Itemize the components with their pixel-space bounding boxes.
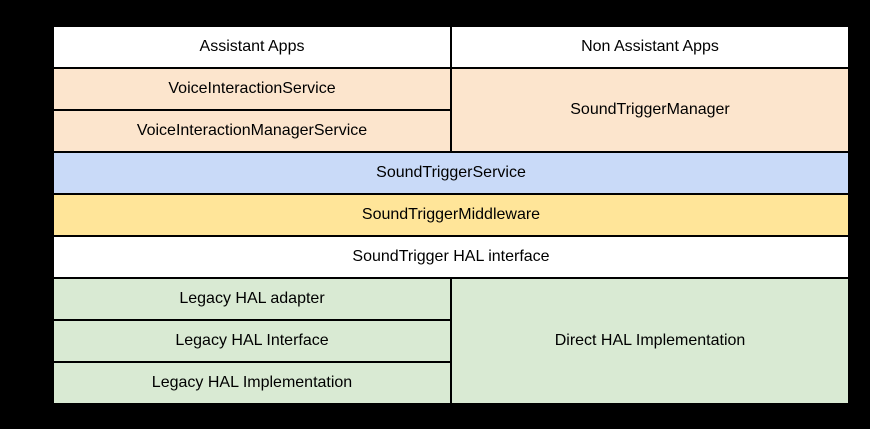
table-row: SoundTrigger HAL interface <box>52 235 850 279</box>
table-row: Assistant Apps Non Assistant Apps <box>52 25 850 69</box>
architecture-diagram: Assistant Apps Non Assistant Apps VoiceI… <box>52 25 850 405</box>
cell-direct-hal-implementation: Direct HAL Implementation <box>450 277 850 405</box>
cell-assistant-apps: Assistant Apps <box>52 25 452 69</box>
cell-legacy-hal-implementation: Legacy HAL Implementation <box>52 361 452 405</box>
table-row: SoundTriggerMiddleware <box>52 193 850 237</box>
table-row: Legacy HAL Implementation <box>52 361 849 405</box>
table-row: VoiceInteractionManagerService <box>52 109 849 153</box>
cell-voice-interaction-service: VoiceInteractionService <box>52 67 452 111</box>
cell-sound-trigger-hal-interface: SoundTrigger HAL interface <box>52 235 850 279</box>
table-row: VoiceInteractionService SoundTriggerMana… <box>52 67 850 153</box>
cell-legacy-hal-adapter: Legacy HAL adapter <box>52 277 452 321</box>
cell-non-assistant-apps: Non Assistant Apps <box>450 25 850 69</box>
cell-voice-interaction-manager-service: VoiceInteractionManagerService <box>52 109 452 153</box>
cell-sound-trigger-middleware: SoundTriggerMiddleware <box>52 193 850 237</box>
cell-legacy-hal-interface: Legacy HAL Interface <box>52 319 452 363</box>
cell-sound-trigger-manager: SoundTriggerManager <box>450 67 850 153</box>
cell-sound-trigger-service: SoundTriggerService <box>52 151 850 195</box>
table-row: Legacy HAL Interface <box>52 319 849 363</box>
table-row: Legacy HAL adapter Direct HAL Implementa… <box>52 277 850 405</box>
table-row: SoundTriggerService <box>52 151 850 195</box>
